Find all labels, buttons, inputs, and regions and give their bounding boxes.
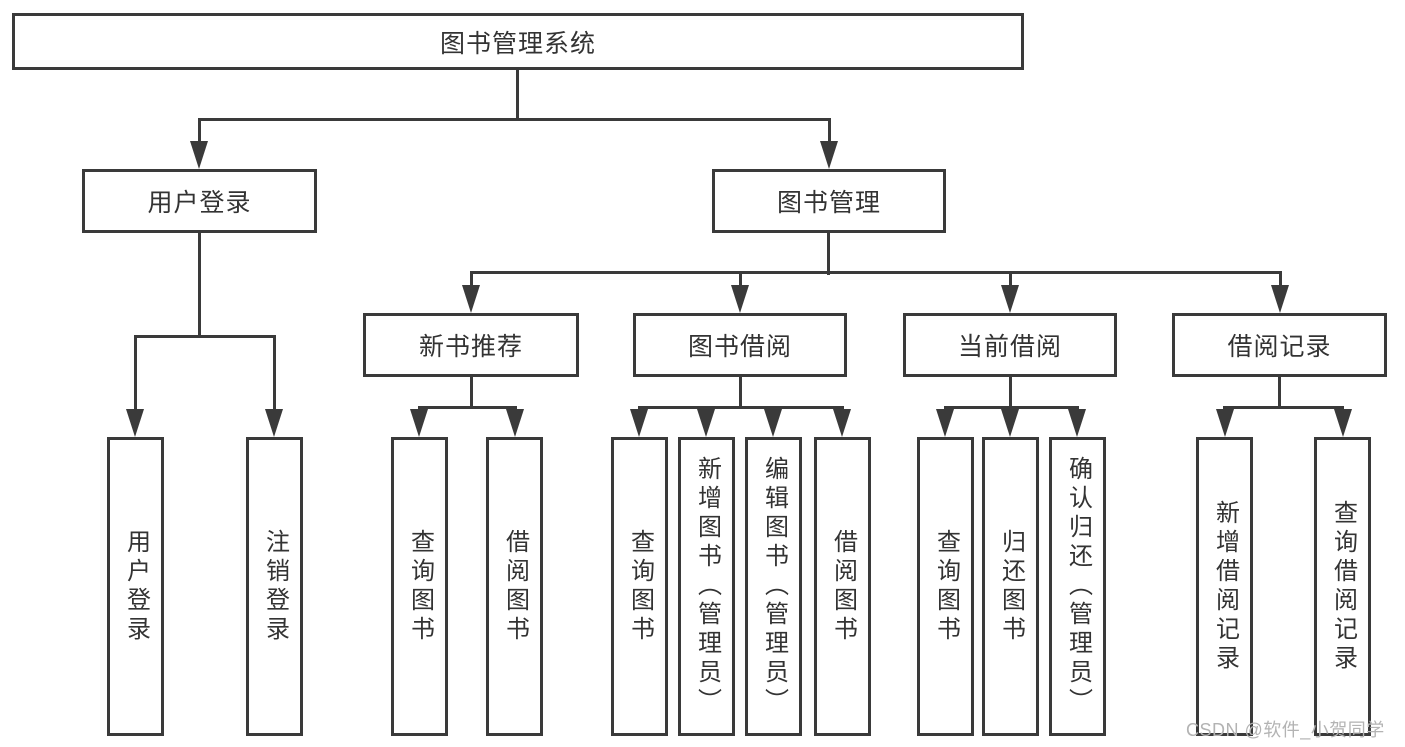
connector-stem-leaf-logout (273, 335, 276, 413)
leaf-label: 查询图书 (406, 528, 434, 645)
leaf-query-books-2: 查询图书 (611, 437, 668, 736)
arrowhead-leaf-user-login (126, 409, 144, 437)
leaf-user-login: 用户登录 (107, 437, 164, 736)
connector-current-borrowing-stem (1009, 377, 1012, 409)
leaf-logout: 注销登录 (246, 437, 303, 736)
connector-stem-book-management (828, 118, 831, 146)
leaf-label: 新增图书（管理员） (693, 456, 721, 717)
arrowhead-leaf-borrow-books-2 (833, 409, 851, 437)
leaf-label: 查询图书 (932, 528, 960, 645)
arrowhead-leaf-confirm-return-admin (1068, 409, 1086, 437)
node-label: 当前借阅 (957, 333, 1062, 361)
node-user-login: 用户登录 (82, 169, 317, 233)
arrowhead-current-borrowing (1001, 285, 1019, 313)
leaf-label: 用户登录 (122, 528, 150, 645)
connector-stem-user-login (198, 118, 201, 146)
leaf-add-borrow-record: 新增借阅记录 (1196, 437, 1253, 736)
connector-user-login-branch (134, 335, 276, 338)
arrowhead-leaf-return-books (1001, 409, 1019, 437)
leaf-query-books-1: 查询图书 (391, 437, 448, 736)
arrowhead-leaf-query-borrow-record (1334, 409, 1352, 437)
leaf-edit-book-admin: 编辑图书（管理员） (745, 437, 802, 736)
node-label: 图书管理系统 (439, 29, 596, 58)
node-label: 用户登录 (147, 189, 252, 217)
leaf-borrow-books-2: 借阅图书 (814, 437, 871, 736)
node-label: 借阅记录 (1227, 333, 1332, 361)
leaf-label: 确认归还（管理员） (1064, 456, 1092, 717)
node-library-system: 图书管理系统 (12, 13, 1024, 70)
leaf-label: 借阅图书 (501, 528, 529, 645)
leaf-confirm-return-admin: 确认归还（管理员） (1049, 437, 1106, 736)
connector-new-book-recommend-stem (470, 377, 473, 409)
connector-user-login-stem (198, 233, 201, 337)
connector-stem-book-borrowing (739, 271, 742, 289)
leaf-query-books-3: 查询图书 (917, 437, 974, 736)
csdn-watermark: CSDN @软件_小贺同学 (1186, 720, 1385, 740)
connector-borrowing-records-stem (1278, 377, 1281, 409)
connector-stem-new-book-recommend (470, 271, 473, 289)
connector-stem-current-borrowing (1009, 271, 1012, 289)
leaf-label: 归还图书 (997, 528, 1025, 645)
leaf-label: 编辑图书（管理员） (760, 456, 788, 717)
leaf-label: 借阅图书 (829, 528, 857, 645)
arrowhead-book-management (820, 141, 838, 169)
connector-root-stem (516, 68, 519, 120)
node-label: 图书管理 (776, 189, 881, 217)
connector-book-management-stem (827, 233, 830, 275)
leaf-add-book-admin: 新增图书（管理员） (678, 437, 735, 736)
leaf-label: 查询图书 (626, 528, 654, 645)
leaf-query-borrow-record: 查询借阅记录 (1314, 437, 1371, 736)
arrowhead-leaf-add-borrow-record (1216, 409, 1234, 437)
node-current-borrowing: 当前借阅 (903, 313, 1117, 377)
arrowhead-book-borrowing (731, 285, 749, 313)
connector-root-branch (198, 118, 831, 121)
connector-stem-leaf-user-login (134, 335, 137, 413)
connector-book-borrowing-stem (739, 377, 742, 409)
connector-stem-borrowing-records (1279, 271, 1282, 289)
arrowhead-leaf-borrow-books-1 (506, 409, 524, 437)
leaf-label: 注销登录 (261, 528, 289, 645)
leaf-return-books: 归还图书 (982, 437, 1039, 736)
connector-current-borrowing-branch (944, 406, 1079, 409)
leaf-borrow-books-1: 借阅图书 (486, 437, 543, 736)
connector-book-borrowing-branch (638, 406, 844, 409)
node-new-book-recommend: 新书推荐 (363, 313, 579, 377)
leaf-label: 查询借阅记录 (1329, 499, 1357, 674)
node-book-borrowing: 图书借阅 (633, 313, 847, 377)
arrowhead-leaf-query-books-3 (936, 409, 954, 437)
arrowhead-leaf-logout (265, 409, 283, 437)
connector-book-management-branch (470, 271, 1282, 274)
arrowhead-borrowing-records (1271, 285, 1289, 313)
leaf-label: 新增借阅记录 (1211, 499, 1239, 674)
arrowhead-leaf-query-books-1 (410, 409, 428, 437)
connector-new-book-recommend-branch (418, 406, 517, 409)
node-borrowing-records: 借阅记录 (1172, 313, 1387, 377)
node-label: 图书借阅 (687, 333, 792, 361)
arrowhead-leaf-query-books-2 (630, 409, 648, 437)
arrowhead-leaf-add-book-admin (697, 409, 715, 437)
arrowhead-user-login (190, 141, 208, 169)
arrowhead-new-book-recommend (462, 285, 480, 313)
node-label: 新书推荐 (418, 333, 523, 361)
arrowhead-leaf-edit-book-admin (764, 409, 782, 437)
node-book-management: 图书管理 (712, 169, 946, 233)
connector-borrowing-records-branch (1223, 406, 1344, 409)
